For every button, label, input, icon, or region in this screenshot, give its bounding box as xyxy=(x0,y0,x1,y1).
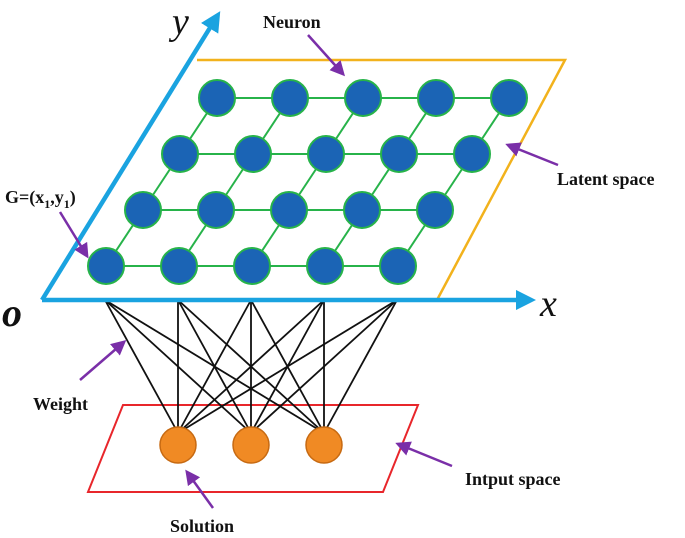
x-axis-label: x xyxy=(539,283,557,325)
neuron xyxy=(379,247,417,285)
weight-line xyxy=(177,299,252,434)
latent-space-arrow xyxy=(505,142,559,167)
weight-arrow xyxy=(79,340,127,381)
neuron-grid xyxy=(87,79,528,285)
neuron xyxy=(271,79,309,117)
origin-label: o xyxy=(2,290,22,335)
neuron xyxy=(160,247,198,285)
neuron xyxy=(380,135,418,173)
neuron xyxy=(270,191,308,229)
weight-line xyxy=(250,299,398,434)
solution-arrow xyxy=(185,469,215,509)
neuron-label: Neuron xyxy=(263,12,321,32)
neuron xyxy=(234,135,272,173)
neuron-grid-links xyxy=(105,97,510,267)
neuron xyxy=(343,191,381,229)
neuron xyxy=(453,135,491,173)
neuron-coordinate-label: G=(x1,y1) xyxy=(5,187,76,211)
neuron xyxy=(197,191,235,229)
neuron xyxy=(198,79,236,117)
input-node xyxy=(305,426,343,464)
solution-label: Solution xyxy=(170,516,234,536)
y-axis-label: y xyxy=(168,1,189,43)
latent-space-border xyxy=(197,58,568,301)
input-nodes xyxy=(159,426,343,464)
weight-label: Weight xyxy=(33,394,88,414)
neuron xyxy=(417,79,455,117)
coordinate-arrow xyxy=(58,211,89,259)
input-node xyxy=(232,426,270,464)
neuron xyxy=(161,135,199,173)
neuron xyxy=(233,247,271,285)
neuron-arrow xyxy=(307,34,346,77)
latent-space-label: Latent space xyxy=(557,169,655,189)
neuron xyxy=(416,191,454,229)
weight-line xyxy=(323,299,398,434)
input-node xyxy=(159,426,197,464)
y-axis xyxy=(40,11,221,302)
neuron xyxy=(87,247,125,285)
input-space-label: Intput space xyxy=(465,469,561,489)
neuron xyxy=(344,79,382,117)
weight-line xyxy=(177,299,398,434)
neuron xyxy=(307,135,345,173)
weight-connections xyxy=(104,299,398,434)
neuron xyxy=(124,191,162,229)
input-space-plane xyxy=(86,404,420,493)
weight-line xyxy=(177,299,325,434)
input-space-arrow xyxy=(395,441,453,468)
neuron xyxy=(306,247,344,285)
weight-line xyxy=(104,299,179,434)
neuron xyxy=(490,79,528,117)
